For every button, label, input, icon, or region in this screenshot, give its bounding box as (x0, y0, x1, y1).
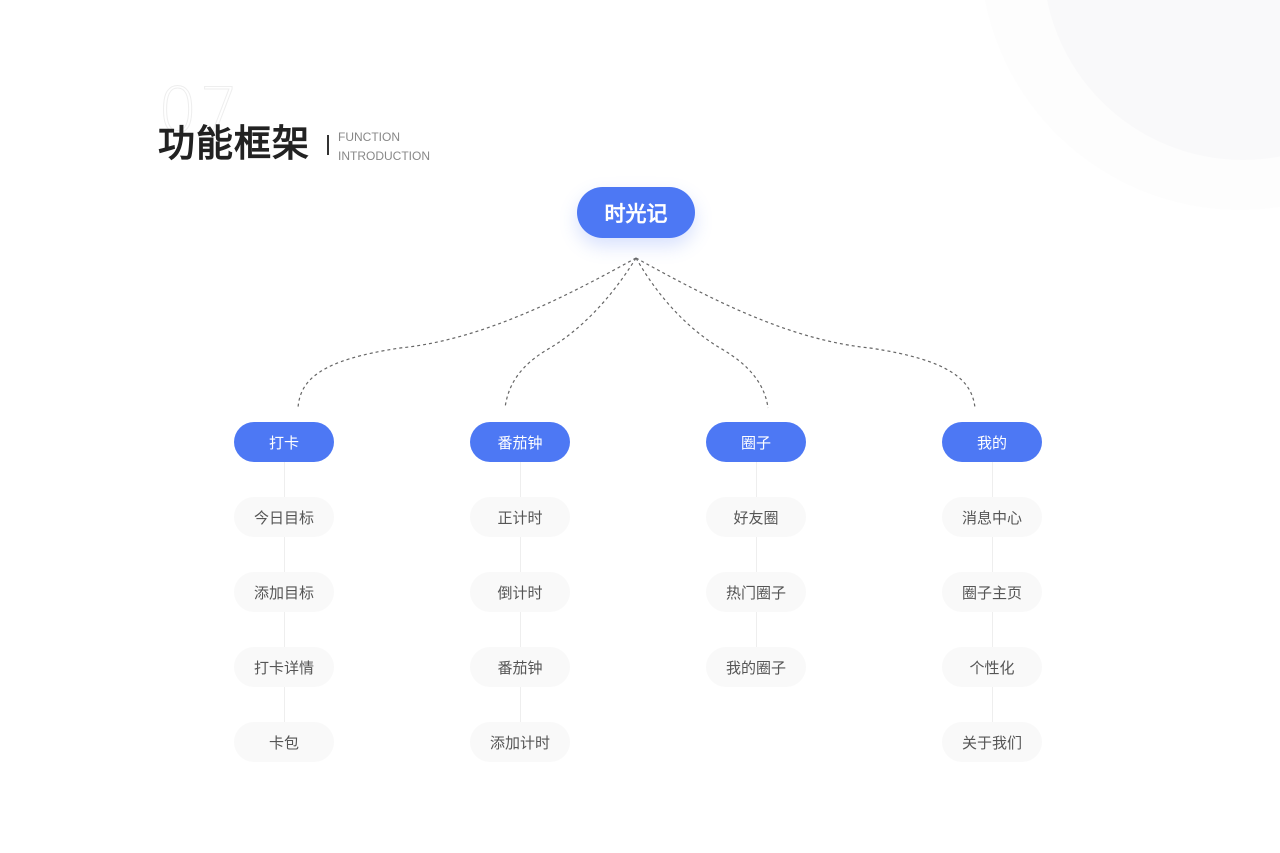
connector (991, 462, 993, 497)
leaf-node: 卡包 (234, 722, 334, 762)
section-number: 07 (158, 74, 241, 147)
category-node: 圈子 (706, 422, 806, 462)
page-subtitle: FUNCTION INTRODUCTION (338, 128, 430, 166)
category-node: 打卡 (234, 422, 334, 462)
connector (283, 687, 285, 722)
leaf-node: 打卡详情 (234, 647, 334, 687)
leaf-node: 正计时 (470, 497, 570, 537)
connector (283, 537, 285, 572)
category-node: 番茄钟 (470, 422, 570, 462)
branch-column-mine: 我的 消息中心 圈子主页 个性化 关于我们 (942, 422, 1042, 762)
subtitle-line-1: FUNCTION (338, 130, 400, 144)
connector (755, 462, 757, 497)
subtitle-line-2: INTRODUCTION (338, 149, 430, 163)
leaf-node: 个性化 (942, 647, 1042, 687)
branch-column-circle: 圈子 好友圈 热门圈子 我的圈子 (706, 422, 806, 687)
leaf-node: 圈子主页 (942, 572, 1042, 612)
leaf-node: 添加计时 (470, 722, 570, 762)
leaf-node: 今日目标 (234, 497, 334, 537)
branch-column-checkin: 打卡 今日目标 添加目标 打卡详情 卡包 (234, 422, 334, 762)
leaf-node: 番茄钟 (470, 647, 570, 687)
root-node: 时光记 (577, 187, 695, 238)
page-title: 功能框架 (158, 122, 310, 165)
leaf-node: 热门圈子 (706, 572, 806, 612)
leaf-node: 倒计时 (470, 572, 570, 612)
leaf-node: 添加目标 (234, 572, 334, 612)
branch-column-pomodoro: 番茄钟 正计时 倒计时 番茄钟 添加计时 (470, 422, 570, 762)
connector (519, 687, 521, 722)
title-divider (327, 135, 329, 155)
connector (755, 537, 757, 572)
connector (991, 537, 993, 572)
leaf-node: 关于我们 (942, 722, 1042, 762)
connector (991, 612, 993, 647)
leaf-node: 我的圈子 (706, 647, 806, 687)
connector (283, 462, 285, 497)
category-node: 我的 (942, 422, 1042, 462)
connector (755, 612, 757, 647)
leaf-node: 消息中心 (942, 497, 1042, 537)
connector (519, 537, 521, 572)
leaf-node: 好友圈 (706, 497, 806, 537)
connector (283, 612, 285, 647)
connector (991, 687, 993, 722)
connector (519, 462, 521, 497)
connector (519, 612, 521, 647)
